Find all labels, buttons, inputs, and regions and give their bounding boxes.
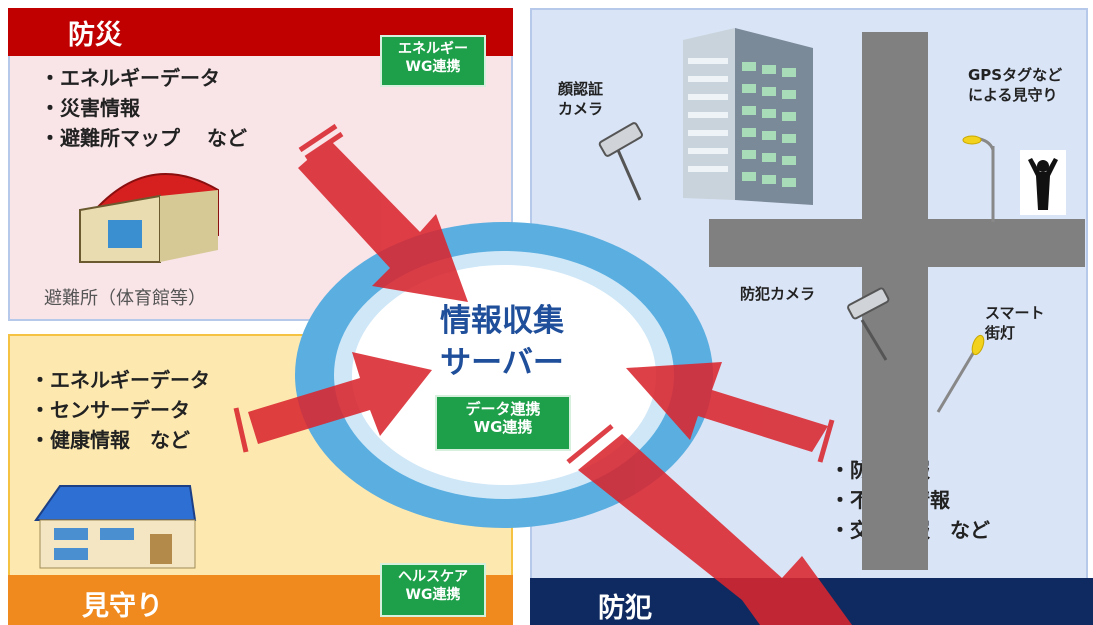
mimamori-list: ・エネルギーデータ ・センサーデータ ・健康情報 など — [30, 365, 210, 455]
bouhan-title: 防犯 — [598, 593, 652, 624]
energy-wg-badge-line1: エネルギー — [398, 41, 468, 57]
smart-streetlight-icon — [936, 334, 985, 413]
healthcare-wg-badge-line2: WG連携 — [405, 587, 461, 603]
arrow-bousai-to-center — [298, 123, 468, 302]
server-title-line1: 情報収集 — [440, 303, 564, 339]
bousai-item-energy: ・エネルギーデータ — [40, 66, 220, 90]
healthcare-wg-badge: ヘルスケア WG連携 — [380, 563, 486, 617]
smart-streetlight-label-line2: 街灯 — [985, 324, 1016, 342]
gps-tag-label: GPSタグなど による見守り — [968, 65, 1062, 105]
shelter-label: 避難所（体育館等） — [44, 288, 206, 309]
face-camera-label-line2: カメラ — [558, 100, 604, 118]
office-building-icon — [683, 28, 813, 205]
solar-house-icon — [34, 485, 197, 569]
data-wg-badge: データ連携 WG連携 — [435, 395, 571, 451]
energy-wg-badge-line2: WG連携 — [405, 59, 461, 75]
healthcare-wg-badge-line1: ヘルスケア — [398, 569, 468, 585]
mimamori-title: 見守り — [82, 591, 163, 622]
bousai-title: 防災 — [68, 20, 122, 51]
smart-streetlight-label: スマート 街灯 — [985, 303, 1045, 343]
server-title: 情報収集 サーバー — [372, 300, 632, 384]
mimamori-item-health: ・健康情報 など — [30, 428, 190, 452]
mimamori-item-energy: ・エネルギーデータ — [30, 368, 210, 392]
bousai-item-shelter-map: ・避難所マップ など — [40, 126, 247, 150]
bousai-list: ・エネルギーデータ ・災害情報 ・避難所マップ など — [40, 63, 247, 153]
crime-camera-label: 防犯カメラ — [740, 285, 816, 303]
data-wg-badge-line1: データ連携 — [465, 400, 541, 418]
smart-streetlight-label-line1: スマート — [985, 304, 1045, 322]
face-camera-label: 顔認証 カメラ — [558, 79, 603, 119]
data-wg-badge-line2: WG連携 — [473, 418, 533, 436]
bousai-item-disaster: ・災害情報 — [40, 96, 140, 120]
gps-tag-label-line2: による見守り — [968, 86, 1058, 104]
person-icon — [1020, 150, 1066, 215]
energy-wg-badge: エネルギー WG連携 — [380, 35, 486, 87]
face-camera-label-line1: 顔認証 — [558, 80, 604, 98]
shelter-gymnasium-icon — [79, 173, 219, 263]
crime-camera-icon — [847, 287, 890, 361]
arrow-mimamori-to-center — [233, 352, 432, 453]
gps-streetlight-icon — [962, 135, 995, 222]
arrow-center-to-bouhan — [566, 424, 852, 625]
face-camera-icon — [598, 122, 643, 201]
arrow-bouhan-to-center — [626, 362, 835, 463]
gps-tag-label-line1: GPSタグなど — [968, 66, 1063, 84]
mimamori-item-sensor: ・センサーデータ — [30, 398, 190, 422]
server-title-line2: サーバー — [440, 345, 564, 381]
